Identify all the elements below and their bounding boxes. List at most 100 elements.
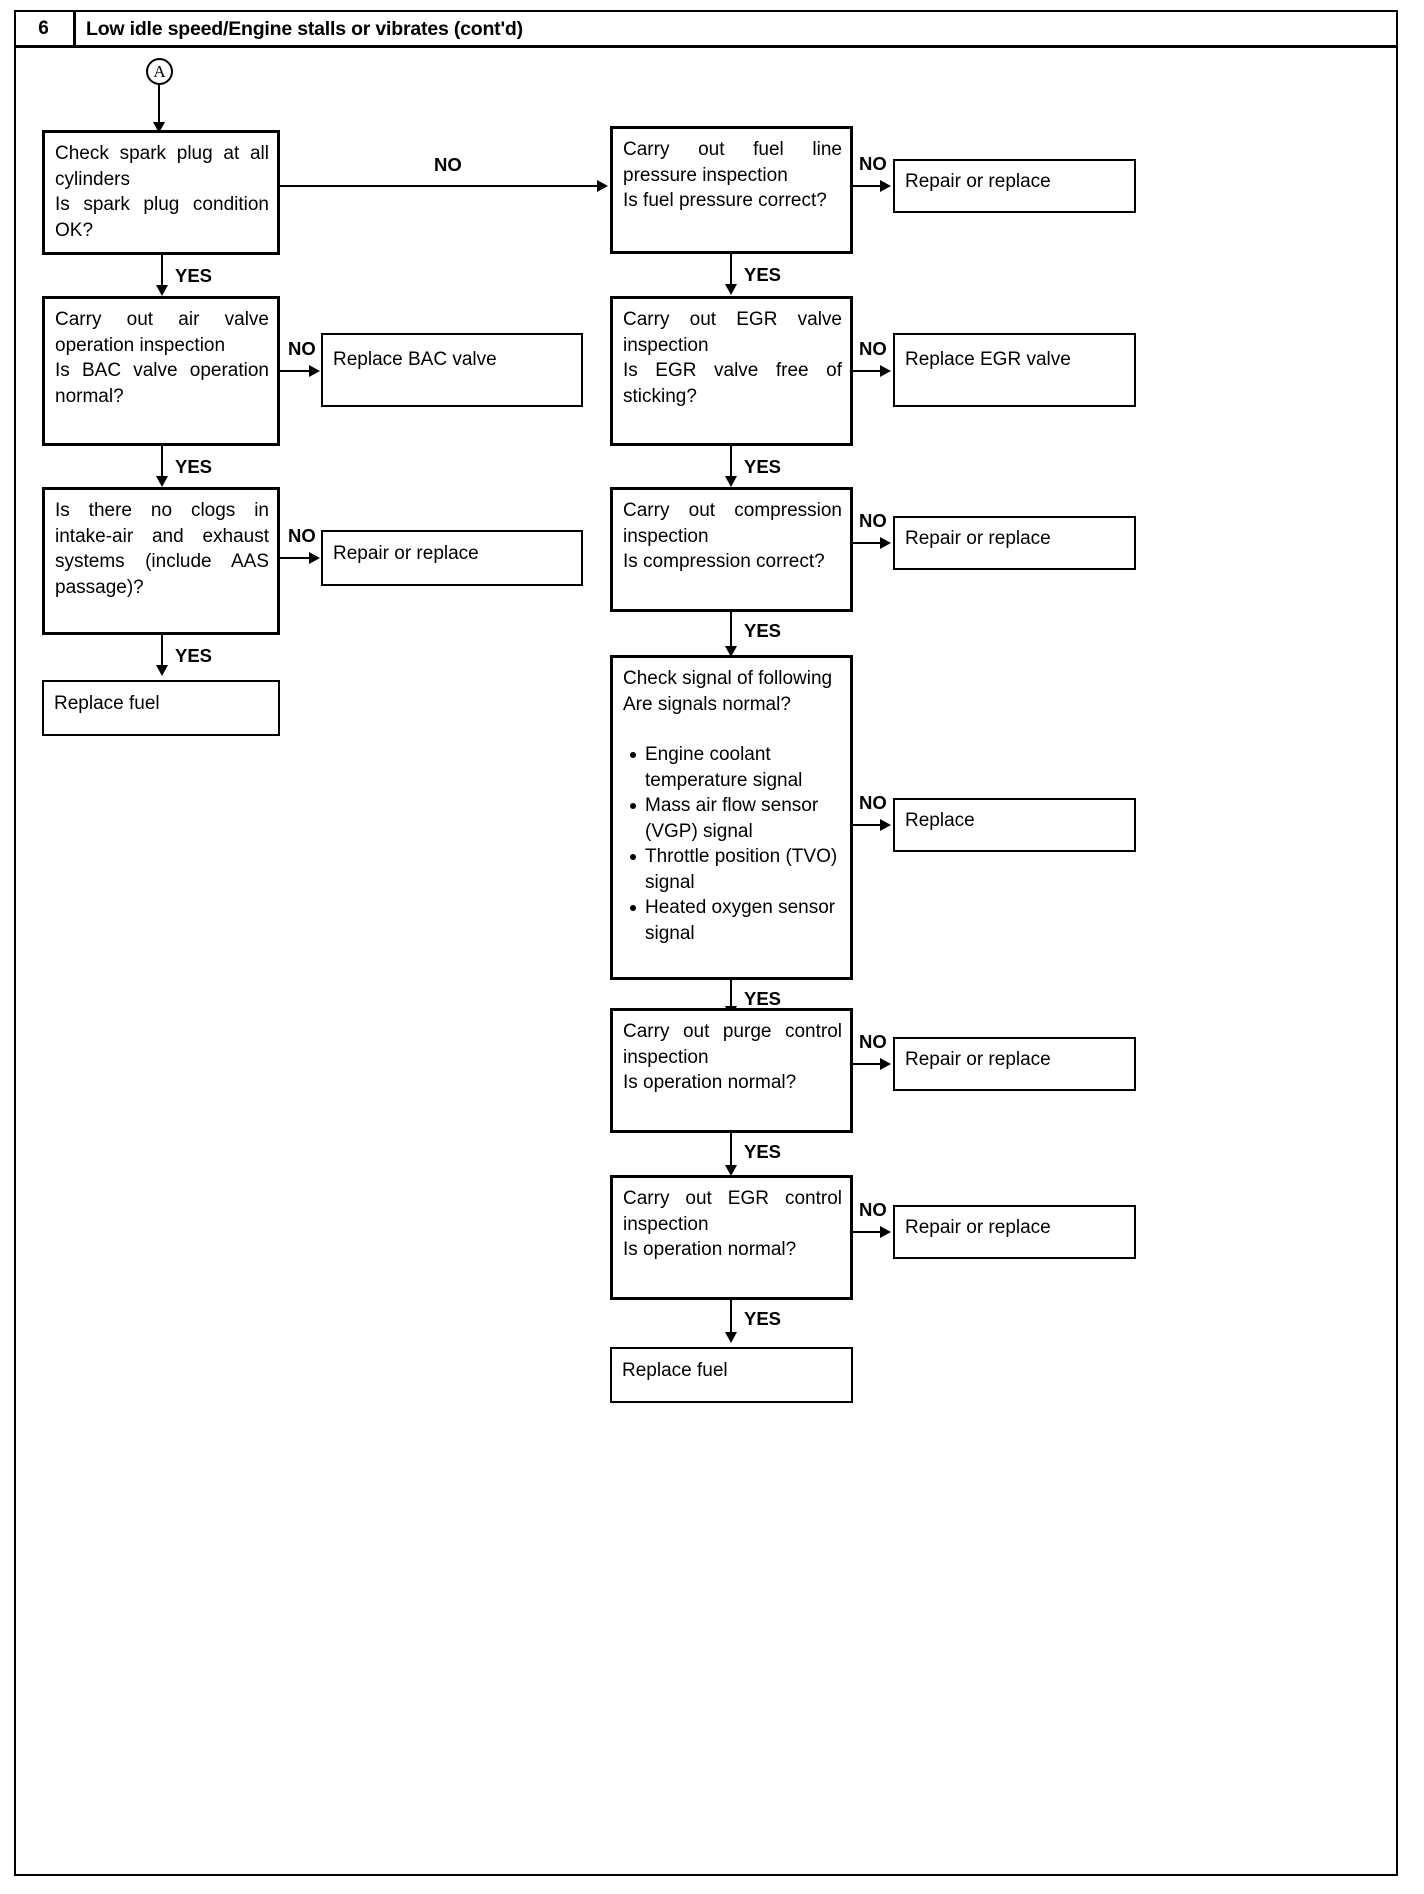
node-repair-or-replace-compression[interactable]: Repair or replace (893, 516, 1136, 570)
node-line-1: Carry out EGR control inspection (623, 1188, 842, 1235)
edge-label-yes: YES (744, 456, 782, 477)
edge-egrvalve-no-line (853, 370, 888, 372)
node-line-1: Carry out compression inspection (623, 500, 842, 547)
edge-egrvalve-yes-arrow (725, 476, 737, 487)
node-text: Is there no clogs in intake-air and exha… (55, 498, 269, 600)
node-intake-exhaust-clogs[interactable]: Is there no clogs in intake-air and exha… (42, 487, 280, 635)
node-line-1: Check spark plug at all cylinders (55, 143, 269, 190)
edge-label-yes: YES (744, 620, 782, 641)
node-text: Repair or replace (905, 1217, 1051, 1238)
node-text: Repair or replace (333, 543, 479, 564)
node-text: Replace fuel (54, 693, 160, 714)
node-egr-valve-inspection[interactable]: Carry out EGR valve inspection Is EGR va… (610, 296, 853, 446)
edge-egrcontrol-no-line (853, 1231, 888, 1233)
connector-a-label: A (153, 61, 166, 81)
node-replace-fuel-final[interactable]: Replace fuel (610, 1347, 853, 1403)
edge-label-no: NO (288, 338, 316, 359)
edge-signals-yes-line (730, 980, 732, 1012)
node-check-signals[interactable]: Check signal of following Are signals no… (610, 655, 853, 980)
node-egr-control-inspection[interactable]: Carry out EGR control inspection Is oper… (610, 1175, 853, 1300)
edge-egrvalve-yes-line (730, 446, 732, 481)
node-line-1: Carry out purge control inspection (623, 1021, 842, 1068)
node-text: Carry out EGR control inspection Is oper… (623, 1186, 842, 1263)
edge-egrcontrol-yes-line (730, 1300, 732, 1338)
edge-fuelpressure-yes-line (730, 254, 732, 289)
node-compression-inspection[interactable]: Carry out compression inspection Is comp… (610, 487, 853, 612)
node-line-2: Is BAC valve operation normal? (55, 360, 269, 407)
edge-spark-yes-arrow (156, 285, 168, 296)
node-line-2: Is operation normal? (623, 1239, 797, 1260)
node-line-2: Are signals normal? (623, 693, 791, 715)
node-repair-or-replace-purge[interactable]: Repair or replace (893, 1037, 1136, 1091)
edge-label-no: NO (859, 1031, 887, 1052)
node-text: Repair or replace (905, 1049, 1051, 1070)
edge-spark-no-line (280, 185, 605, 187)
edge-label-yes: YES (744, 1308, 782, 1329)
node-replace-bac-valve[interactable]: Replace BAC valve (321, 333, 583, 407)
edge-purge-yes-line (730, 1133, 732, 1171)
edge-spark-no-arrow (597, 180, 608, 192)
edge-egrcontrol-no-arrow (880, 1226, 891, 1238)
edge-compression-yes-line (730, 612, 732, 652)
edge-egrvalve-no-arrow (880, 365, 891, 377)
list-item: Mass air flow sensor (VGP) signal (630, 793, 842, 844)
edge-airvalve-yes-arrow (156, 476, 168, 487)
node-text: Replace BAC valve (333, 349, 497, 370)
edge-airvalve-no-arrow (309, 365, 320, 377)
edge-egrcontrol-yes-arrow (725, 1332, 737, 1343)
edge-clogs-no-arrow (309, 552, 320, 564)
node-text: Carry out air valve operation inspection… (55, 307, 269, 409)
node-text: Replace EGR valve (905, 349, 1071, 370)
node-text: Carry out fuel line pressure inspection … (623, 137, 842, 214)
edge-label-no: NO (434, 154, 462, 175)
edge-fuelpressure-yes-arrow (725, 284, 737, 295)
connector-a-circle: A (146, 58, 173, 85)
node-text: Carry out purge control inspection Is op… (623, 1019, 842, 1096)
node-line-2: Is EGR valve free of sticking? (623, 360, 842, 407)
edge-label-yes: YES (744, 988, 782, 1009)
edge-spark-yes-line (161, 255, 163, 290)
node-fuel-line-pressure[interactable]: Carry out fuel line pressure inspection … (610, 126, 853, 254)
node-line-1: Is there no clogs in intake-air and exha… (55, 500, 269, 598)
node-line-2: Is spark plug condition OK? (55, 194, 269, 241)
edge-signals-no-line (853, 824, 888, 826)
list-item: Engine coolant temperature signal (630, 742, 842, 793)
node-repair-or-replace-clogs[interactable]: Repair or replace (321, 530, 583, 586)
node-text: Repair or replace (905, 171, 1051, 192)
edge-label-no: NO (859, 792, 887, 813)
edge-clogs-yes-line (161, 635, 163, 670)
list-item: Throttle position (TVO) signal (630, 844, 842, 895)
node-repair-or-replace-fuel[interactable]: Repair or replace (893, 159, 1136, 213)
node-check-spark-plug[interactable]: Check spark plug at all cylinders Is spa… (42, 130, 280, 255)
header-row (14, 10, 1398, 48)
edge-purge-no-line (853, 1063, 888, 1065)
connector-a-arrow (153, 122, 165, 133)
edge-label-yes: YES (175, 645, 213, 666)
edge-signals-no-arrow (880, 819, 891, 831)
node-line-2: Is fuel pressure correct? (623, 190, 827, 211)
node-text: Check spark plug at all cylinders Is spa… (55, 141, 269, 243)
node-line-2: Is operation normal? (623, 1072, 797, 1093)
edge-airvalve-no-line (280, 370, 317, 372)
edge-clogs-yes-arrow (156, 665, 168, 676)
edge-label-yes: YES (744, 1141, 782, 1162)
node-line-1: Carry out fuel line pressure inspection (623, 139, 842, 186)
node-line-1: Carry out EGR valve inspection (623, 309, 842, 356)
edge-compression-yes-arrow (725, 646, 737, 657)
edge-label-no: NO (859, 338, 887, 359)
node-purge-control-inspection[interactable]: Carry out purge control inspection Is op… (610, 1008, 853, 1133)
connector-a-line (158, 85, 160, 130)
edge-compression-no-line (853, 542, 888, 544)
edge-purge-no-arrow (880, 1058, 891, 1070)
node-line-1: Check signal of following (623, 668, 833, 689)
edge-airvalve-yes-line (161, 446, 163, 481)
node-air-valve-inspection[interactable]: Carry out air valve operation inspection… (42, 296, 280, 446)
node-repair-or-replace-egr-control[interactable]: Repair or replace (893, 1205, 1136, 1259)
edge-label-yes: YES (175, 456, 213, 477)
node-replace-fuel-left[interactable]: Replace fuel (42, 680, 280, 736)
node-replace-signal[interactable]: Replace (893, 798, 1136, 852)
node-text: Replace fuel (622, 1360, 728, 1381)
node-replace-egr-valve[interactable]: Replace EGR valve (893, 333, 1136, 407)
edge-purge-yes-arrow (725, 1165, 737, 1176)
